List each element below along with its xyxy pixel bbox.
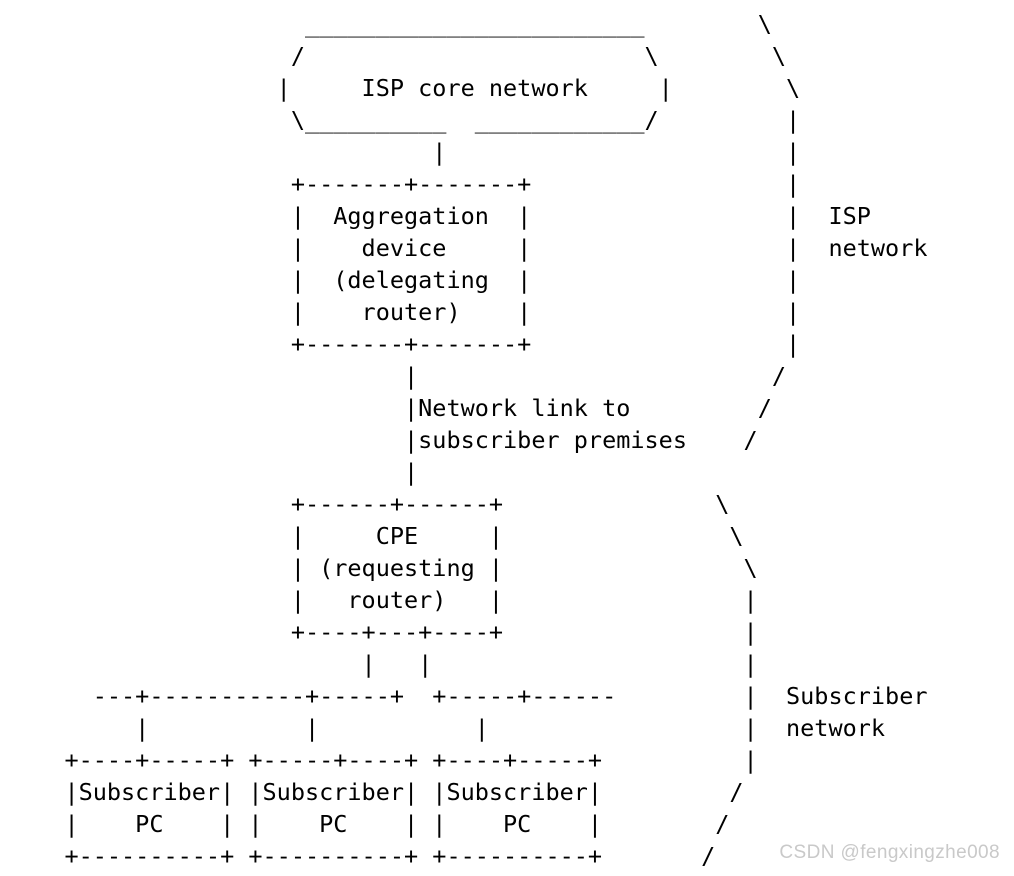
ascii-network-diagram: ________________________ \ / \ \ | ISP c… (64, 10, 928, 870)
csdn-watermark: CSDN @fengxingzhe008 (779, 842, 1000, 863)
